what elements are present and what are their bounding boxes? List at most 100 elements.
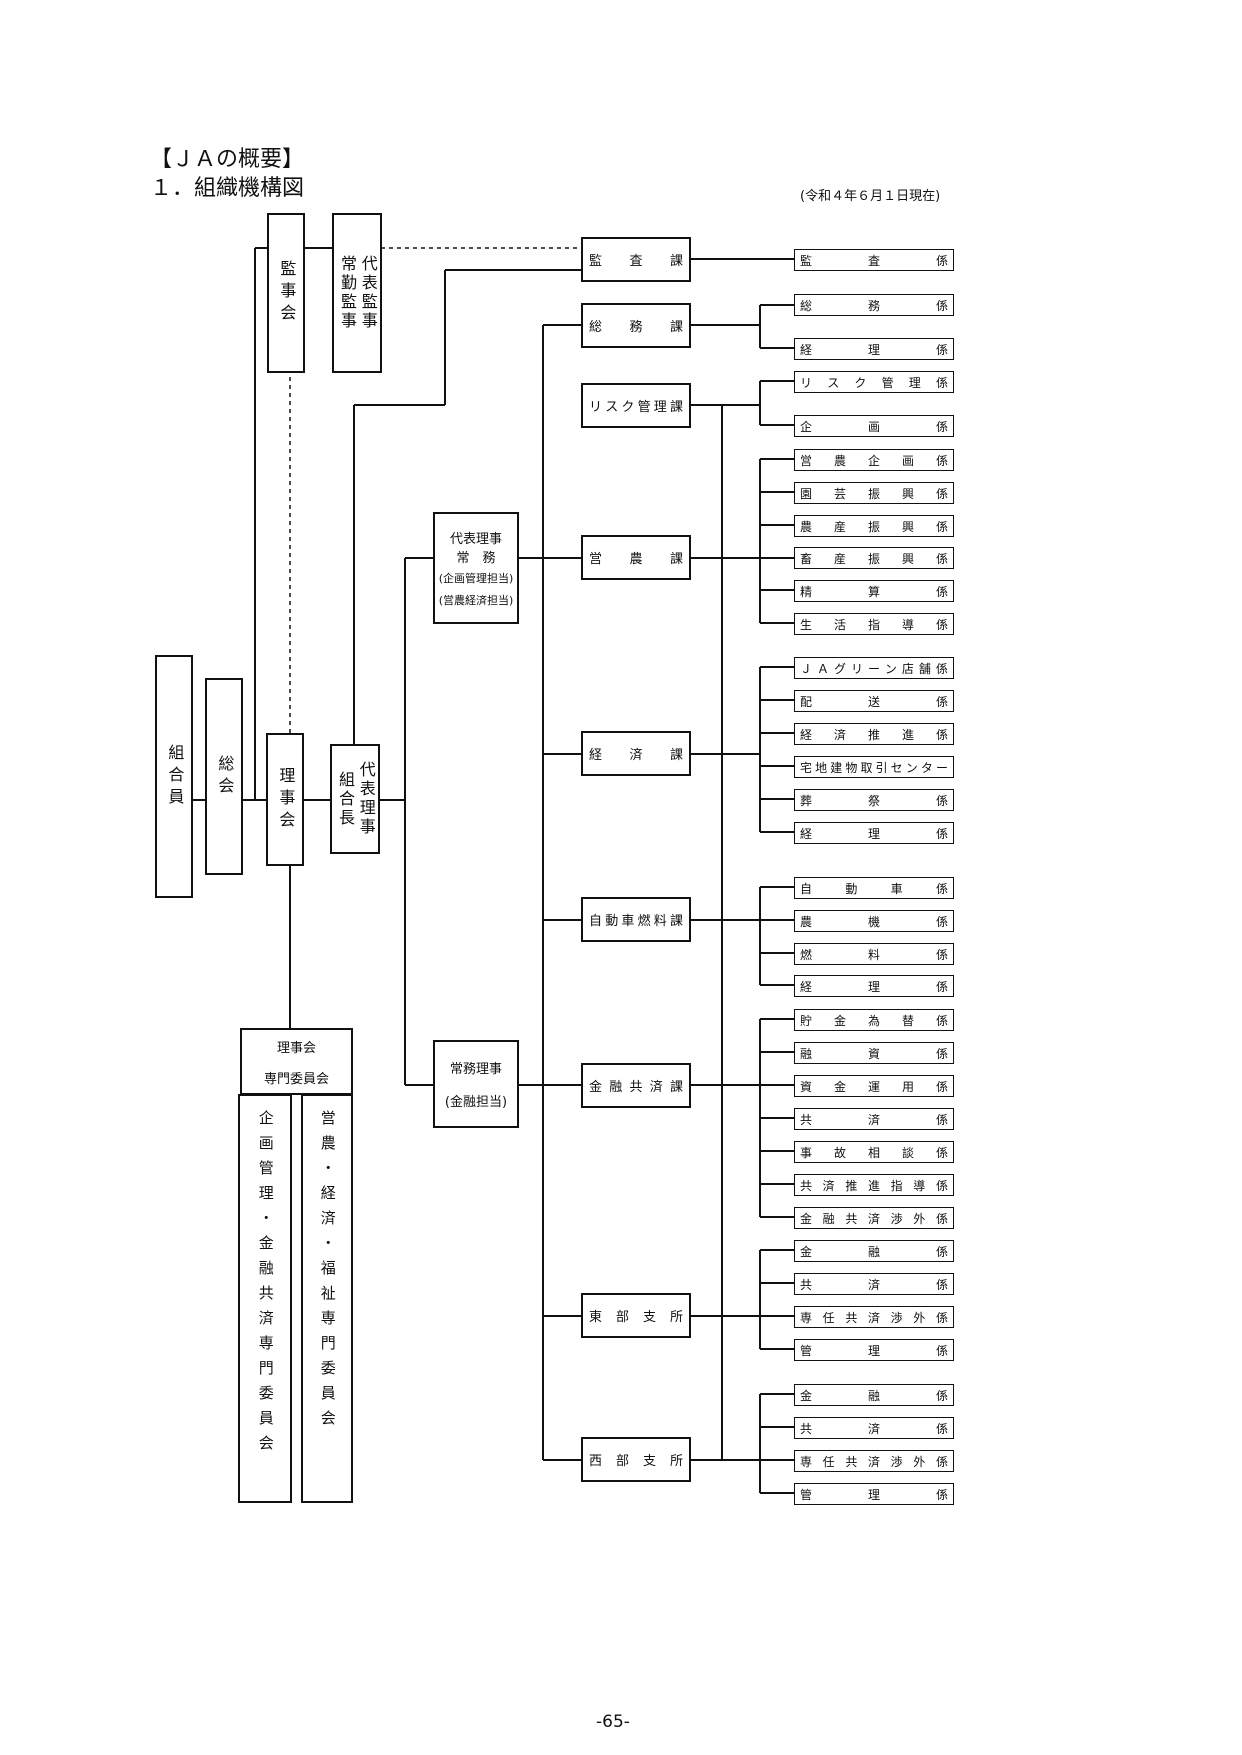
section-label: 生活指導係 [800,617,948,632]
department-box: リスク管理課 [581,383,691,428]
department-label: 金融共済課 [589,1080,683,1095]
general-meeting-label: 総会 [215,754,235,799]
section-label: 共済係 [800,1112,948,1127]
managing-2-line-2: (金融担当) [444,1095,508,1110]
section-label: 経理係 [800,826,948,841]
section-label: 経済推進係 [800,727,948,742]
section-box: 営農企画係 [794,449,954,471]
committee-planning-finance-label: 企画管理・金融共済専門委員会 [256,1110,275,1460]
department-label: 西部支所 [589,1454,683,1469]
auditors-box: 監事会 [267,213,305,373]
section-label: 農産振興係 [800,519,948,534]
section-label: 農機係 [800,914,948,929]
section-label: 園芸振興係 [800,486,948,501]
section-label: 経理係 [800,342,948,357]
standing-auditor-label: 常勤監事 [338,255,357,331]
section-label: 畜産振興係 [800,551,948,566]
section-box: 生活指導係 [794,613,954,635]
section-box: 企画係 [794,415,954,437]
section-box: 共済推進指導係 [794,1174,954,1196]
section-box: 共済係 [794,1273,954,1295]
section-label: 共済係 [800,1421,948,1436]
managing-1-line-1: 代表理事 [449,532,502,547]
section-box: 共済係 [794,1108,954,1130]
section-box: 専任共済渉外係 [794,1450,954,1472]
page-title: １．組織機構図 [150,176,305,201]
as-of-date: (令和４年６月１日現在) [800,189,941,204]
section-box: 精算係 [794,580,954,602]
managing-director-box-1: 代表理事 常 務 (企画管理担当) (営農経済担当) [433,512,519,624]
section-box: 経理係 [794,822,954,844]
section-box: 園芸振興係 [794,482,954,504]
section-label: 総務係 [800,298,948,313]
department-box: 経済課 [581,731,691,776]
section-label: 共済推進指導係 [800,1178,948,1193]
representative-auditor-label: 代表監事 [358,255,378,331]
department-label: 営農課 [589,552,683,567]
section-box: 自動車係 [794,877,954,899]
section-label: 宅地建物取引センター [800,760,948,775]
department-label: 自動車燃料課 [589,914,683,929]
department-box: 西部支所 [581,1437,691,1482]
chairman-label: 組合長 [336,770,355,828]
section-box: 金融係 [794,1384,954,1406]
section-box: 葬祭係 [794,789,954,811]
section-heading: 【ＪＡの概要】 [150,147,305,172]
section-label: 精算係 [800,584,948,599]
auditors-label: 監事会 [277,260,297,326]
section-label: 金融係 [800,1244,948,1259]
board-label: 理事会 [276,766,296,833]
committee-box-farming-economy: 営農・経済・福祉専門委員会 [301,1094,353,1503]
section-label: リスク管理係 [800,375,948,390]
section-label: 管理係 [800,1487,948,1502]
managing-director-box-2: 常務理事 (金融担当) [433,1040,519,1128]
section-label: 企画係 [800,419,948,434]
department-box: 営農課 [581,535,691,580]
managing-1-line-4: (営農経済担当) [438,594,514,607]
section-box: 資金運用係 [794,1075,954,1097]
committee-title-2: 専門委員会 [263,1071,329,1087]
section-box: 管理係 [794,1339,954,1361]
section-label: 経理係 [800,979,948,994]
section-label: 専任共済渉外係 [800,1454,948,1469]
department-box: 東部支所 [581,1293,691,1338]
section-box: 融資係 [794,1042,954,1064]
committee-box-planning-finance: 企画管理・金融共済専門委員会 [238,1094,292,1503]
board-box: 理事会 [266,733,304,866]
section-box: リスク管理係 [794,371,954,393]
section-label: 管理係 [800,1343,948,1358]
department-label: 東部支所 [589,1310,683,1325]
section-box: 金融係 [794,1240,954,1262]
department-label: 監査課 [589,254,683,269]
section-box: 管理係 [794,1483,954,1505]
page-number: -65- [596,1712,630,1732]
representative-director-label: 代表理事 [356,761,376,837]
section-label: 共済係 [800,1277,948,1292]
section-box: 金融共済渉外係 [794,1207,954,1229]
chairman-box: 組合長 代表理事 [330,744,380,854]
section-box: 共済係 [794,1417,954,1439]
section-box: 専任共済渉外係 [794,1306,954,1328]
committee-title-1: 理事会 [276,1040,316,1056]
section-box: 配送係 [794,690,954,712]
department-label: 経済課 [589,748,683,763]
section-label: 自動車係 [800,881,948,896]
section-label: 貯金為替係 [800,1013,948,1028]
department-box: 自動車燃料課 [581,897,691,942]
section-box: 事故相談係 [794,1141,954,1163]
representative-auditor-box: 常勤監事 代表監事 [332,213,382,373]
section-label: 融資係 [800,1046,948,1061]
section-label: 監査係 [800,253,948,268]
section-box: 貯金為替係 [794,1009,954,1031]
section-box: 農機係 [794,910,954,932]
department-label: 総務課 [589,320,683,335]
section-box: 畜産振興係 [794,547,954,569]
section-box: 宅地建物取引センター [794,756,954,778]
committee-farming-economy-label: 営農・経済・福祉専門委員会 [318,1110,337,1435]
section-box: 経理係 [794,338,954,360]
section-label: 事故相談係 [800,1145,948,1160]
section-box: 経済推進係 [794,723,954,745]
